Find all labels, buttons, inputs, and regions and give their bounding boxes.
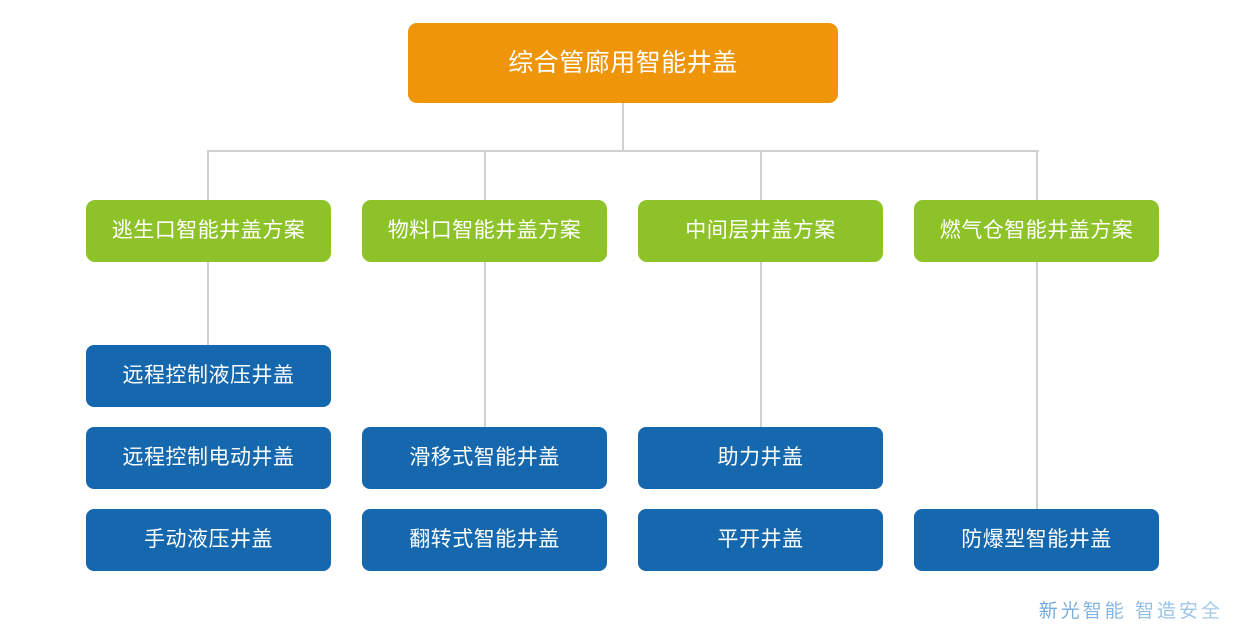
connector-drop-branch-1 <box>207 150 209 200</box>
root-node[interactable]: 综合管廊用智能井盖 <box>408 23 838 103</box>
leaf-node-power-assist[interactable]: 助力井盖 <box>638 427 883 489</box>
leaf-node-remote-electric[interactable]: 远程控制电动井盖 <box>86 427 331 489</box>
connector-branch-3-to-leaves <box>760 262 762 427</box>
connector-drop-branch-2 <box>484 150 486 200</box>
leaf-node-explosion-proof[interactable]: 防爆型智能井盖 <box>914 509 1159 571</box>
leaf-node-manual-hydraulic[interactable]: 手动液压井盖 <box>86 509 331 571</box>
branch-node-middle-layer[interactable]: 中间层井盖方案 <box>638 200 883 262</box>
connector-root-stem <box>622 103 624 151</box>
connector-branch-1-to-leaves <box>207 262 209 345</box>
connector-drop-branch-4 <box>1036 150 1038 200</box>
leaf-node-remote-hydraulic[interactable]: 远程控制液压井盖 <box>86 345 331 407</box>
branch-node-gas-chamber[interactable]: 燃气仓智能井盖方案 <box>914 200 1159 262</box>
leaf-node-side-opening[interactable]: 平开井盖 <box>638 509 883 571</box>
connector-horizontal-bus <box>208 150 1039 152</box>
branch-node-escape-hatch[interactable]: 逃生口智能井盖方案 <box>86 200 331 262</box>
connector-branch-4-to-leaves <box>1036 262 1038 509</box>
leaf-node-sliding-smart[interactable]: 滑移式智能井盖 <box>362 427 607 489</box>
branch-node-material-port[interactable]: 物料口智能井盖方案 <box>362 200 607 262</box>
connector-drop-branch-3 <box>760 150 762 200</box>
watermark-text: 新光智能 智造安全 <box>1039 596 1223 623</box>
connector-branch-2-to-leaves <box>484 262 486 427</box>
leaf-node-flip-smart[interactable]: 翻转式智能井盖 <box>362 509 607 571</box>
